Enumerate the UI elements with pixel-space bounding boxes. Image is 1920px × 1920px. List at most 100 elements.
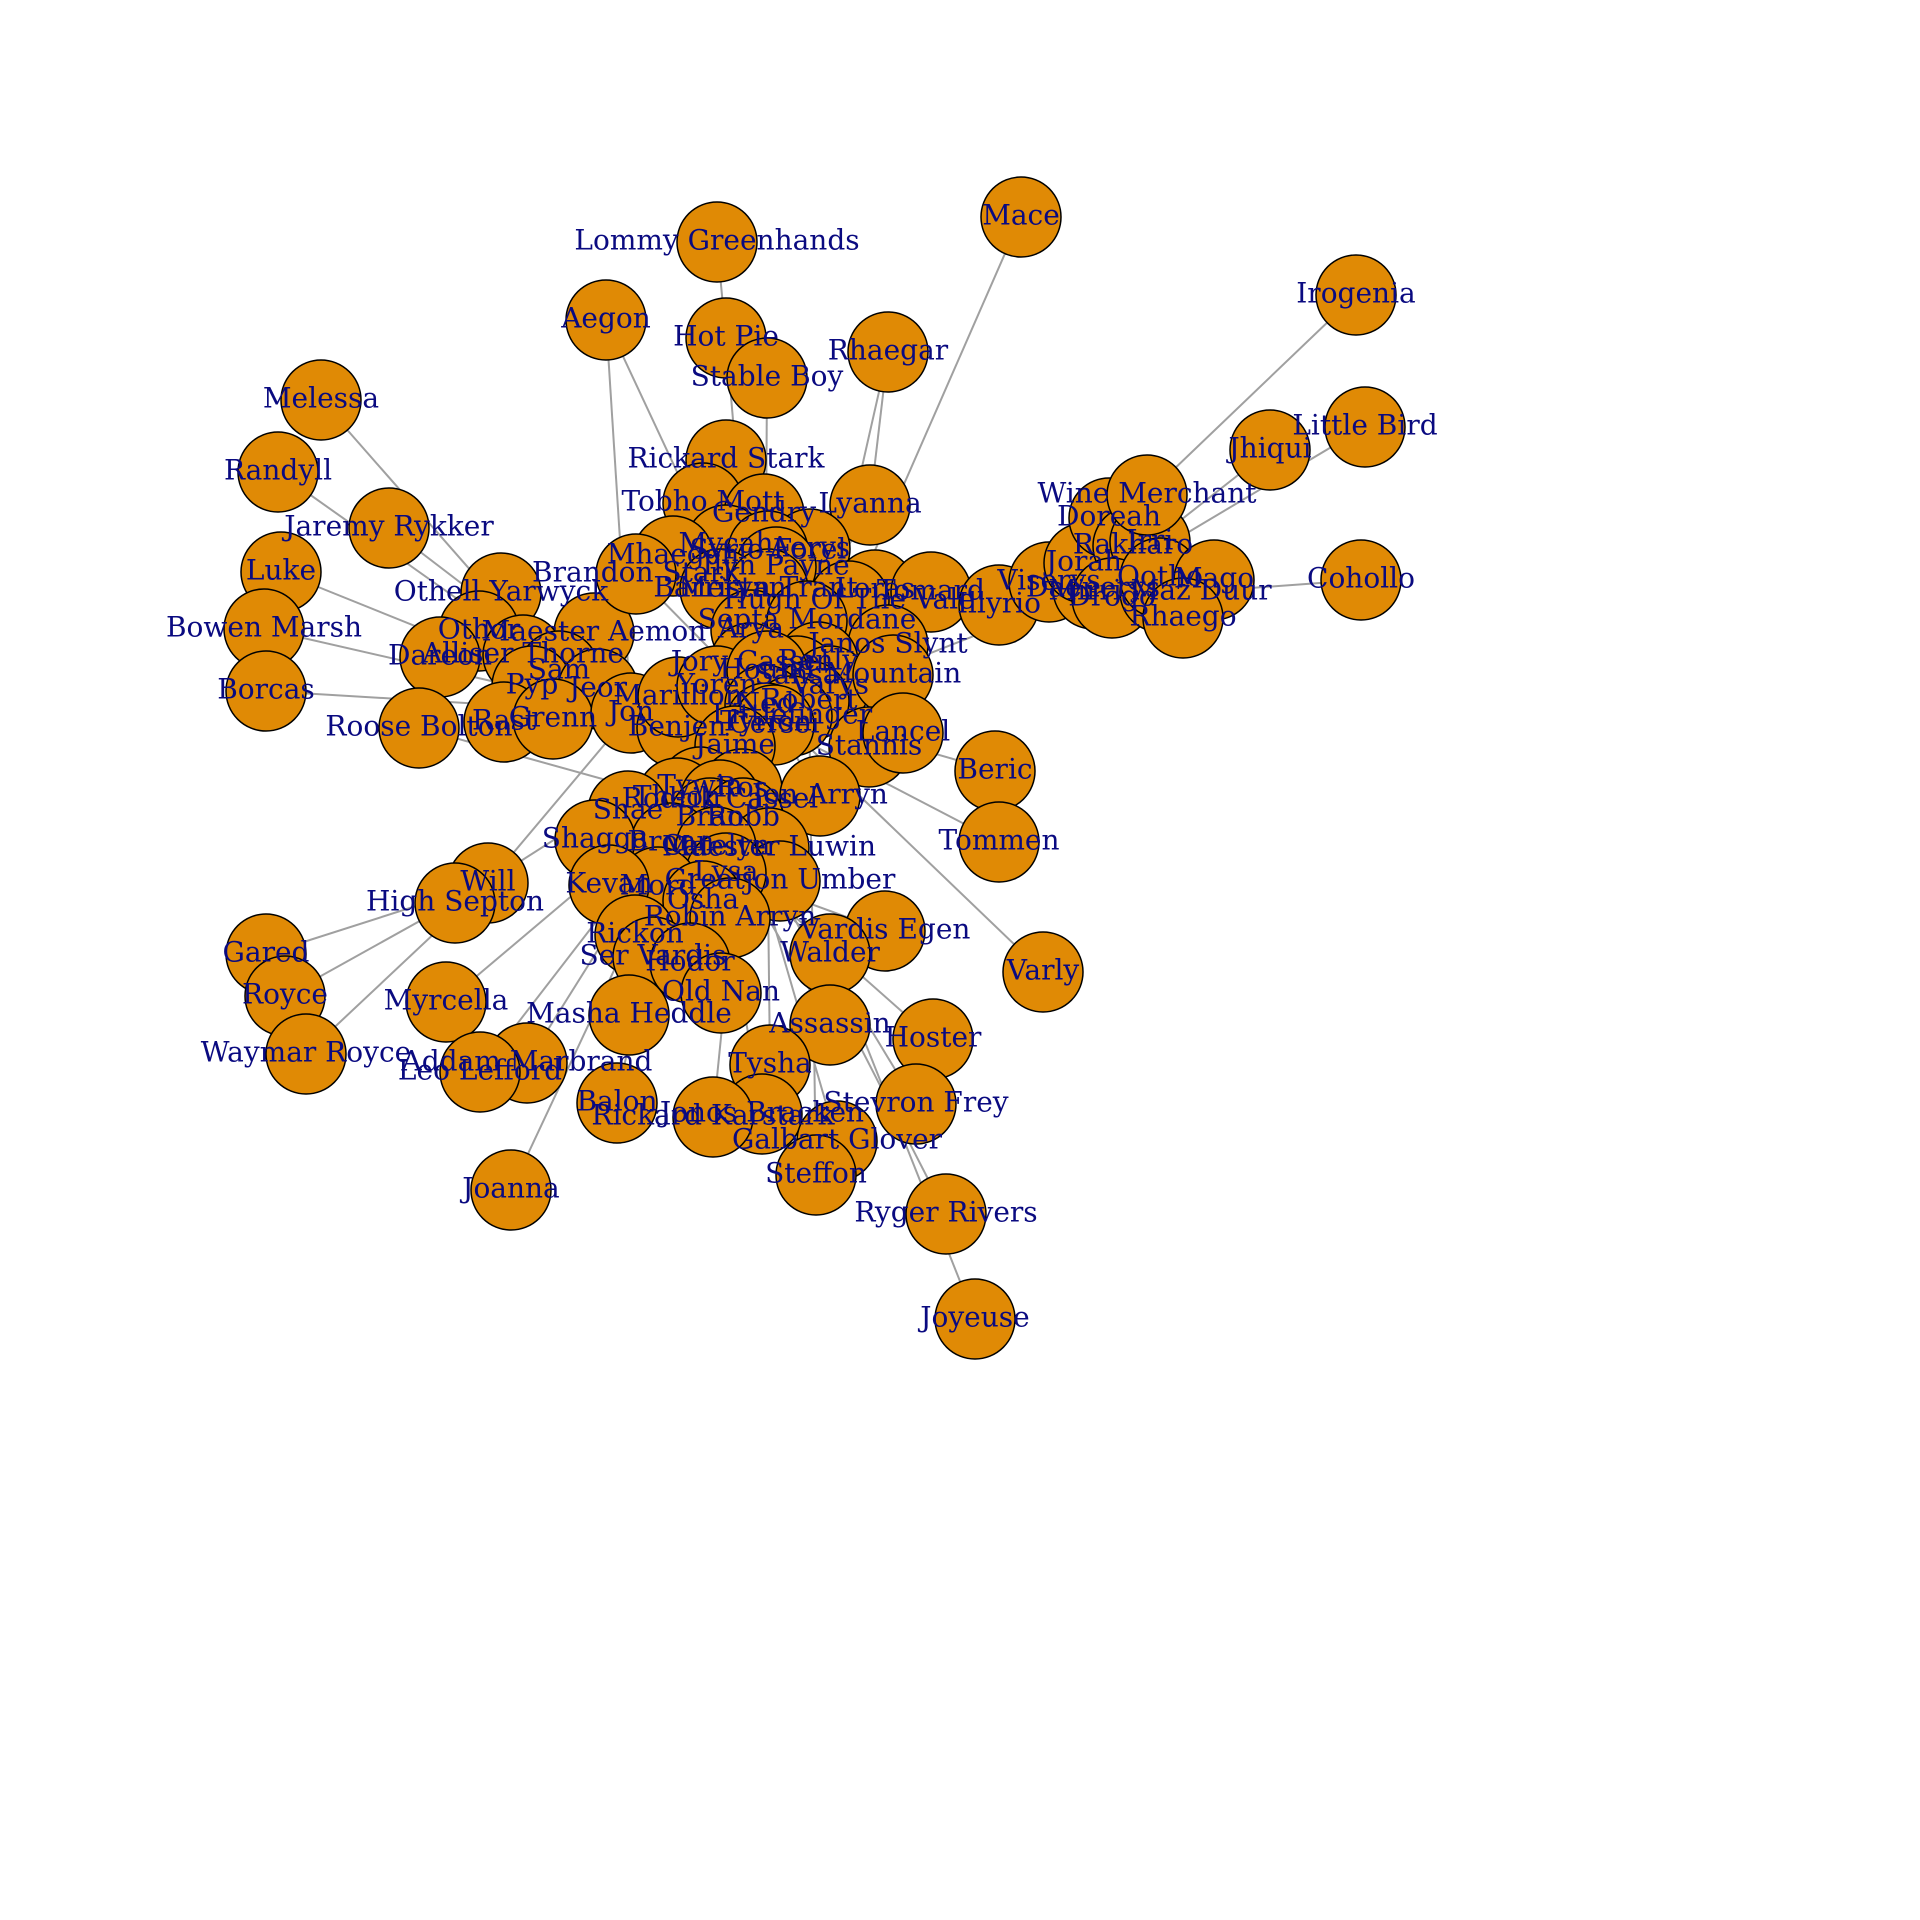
- node-label-hodor: Hodor: [645, 945, 735, 978]
- node-label-beric: Beric: [957, 753, 1032, 786]
- node-circle: [565, 279, 647, 361]
- node-label-rhaego: Rhaego: [1129, 600, 1236, 633]
- node-irogenia: [1315, 254, 1397, 336]
- node-brandon-stark: [595, 533, 677, 615]
- node-label-high-septon: High Septon: [366, 885, 544, 918]
- node-label-walder: Walder: [780, 936, 880, 969]
- node-high-septon: [414, 862, 496, 944]
- node-label-hot-pie: Hot Pie: [673, 320, 779, 353]
- node-label-marillion: Marillion: [613, 679, 742, 712]
- node-label-rakharo: Rakharo: [1073, 528, 1193, 561]
- node-circle: [1142, 577, 1224, 659]
- node-label-meryn-trant: Meryn Trant: [678, 571, 858, 604]
- node-label-othell-yarwyck: Othell Yarwyck: [394, 575, 609, 608]
- node-label-jaime: Jaime: [692, 728, 775, 761]
- node-label-ilyn-payne: Ilyn Payne: [702, 549, 849, 582]
- node-label-maester-luwin: Maester Luwin: [662, 830, 876, 863]
- node-label-theon: Theon: [633, 780, 721, 813]
- node-label-littlefinger: Littlefinger: [712, 698, 873, 731]
- node-circle: [680, 952, 762, 1034]
- node-label-rickon: Rickon: [586, 917, 684, 950]
- node-label-cersei: Cersei: [728, 707, 819, 740]
- node-label-masha-heddle: Masha Heddle: [526, 997, 732, 1030]
- node-wine-merchant: [1106, 454, 1188, 536]
- node-circle: [280, 359, 362, 441]
- node-label-drogo: Drogo: [1068, 580, 1155, 613]
- node-label-doreah: Doreah: [1057, 500, 1161, 533]
- node-circle: [439, 1031, 521, 1113]
- node-label-jhiqui: Jhiqui: [1225, 432, 1311, 465]
- node-label-balon: Balon: [576, 1085, 657, 1118]
- node-jhiqui: [1229, 409, 1311, 491]
- node-leo-lefford: [439, 1031, 521, 1113]
- node-label-vardis-egen: Vardis Egen: [799, 913, 971, 946]
- node-circle: [980, 176, 1062, 258]
- node-label-lancel: Lancel: [856, 715, 951, 748]
- node-label-ser-vardis: Ser Vardis: [579, 939, 726, 972]
- node-label-mord: Mord: [620, 869, 697, 902]
- node-label-rhaegar: Rhaegar: [828, 334, 949, 367]
- node-label-syrio-forel: Syrio Forel: [690, 533, 847, 566]
- node-label-jon: Jon: [605, 695, 654, 728]
- node-little-bird: [1324, 386, 1406, 468]
- node-label-sam: Sam: [528, 653, 590, 686]
- node-circle: [470, 1149, 552, 1231]
- node-label-qotho: Qotho: [1117, 560, 1203, 593]
- node-label-steffon: Steffon: [765, 1157, 867, 1190]
- node-label-galbart-glover: Galbart Glover: [732, 1123, 943, 1156]
- node-label-tyrion: Tyrion: [720, 705, 812, 738]
- node-masha-heddle: [588, 974, 670, 1056]
- node-melessa: [280, 359, 362, 441]
- node-circle: [1229, 409, 1311, 491]
- node-label-gared: Gared: [223, 936, 310, 969]
- node-circle: [789, 984, 871, 1066]
- node-label-arya: Arya: [717, 612, 784, 645]
- node-label-roose-bolton: Roose Bolton: [325, 710, 512, 743]
- node-label-benjen: Benjen: [628, 710, 726, 743]
- node-label-leo-lefford: Leo Lefford: [398, 1054, 562, 1087]
- node-stable-boy: [726, 337, 808, 419]
- node-label-old-nan: Old Nan: [662, 975, 780, 1008]
- node-label-stannis: Stannis: [816, 729, 923, 762]
- node-label-dareon: Dareon: [388, 639, 492, 672]
- node-circle: [1320, 539, 1402, 621]
- node-jon-arryn: [779, 755, 861, 837]
- node-label-tomard: Tomard: [877, 574, 985, 607]
- node-label-gendry: Gendry: [712, 496, 816, 529]
- node-joyeuse: [934, 1278, 1016, 1360]
- node-label-melessa: Melessa: [263, 382, 379, 415]
- node-assassin: [789, 984, 871, 1066]
- node-circle: [1002, 931, 1084, 1013]
- node-label-mago: Mago: [1174, 562, 1254, 595]
- node-label-wine-merchant: Wine Merchant: [1037, 477, 1257, 510]
- node-label-jonos-bracken: Jonos Bracken: [657, 1096, 864, 1129]
- node-lancel: [862, 692, 944, 774]
- node-label-royce: Royce: [242, 978, 328, 1011]
- node-label-mace: Mace: [982, 199, 1060, 232]
- node-label-joyeuse: Joyeuse: [917, 1301, 1029, 1334]
- node-lommy-greenhands: [676, 201, 758, 283]
- node-label-brandon-stark: Brandon Stark: [532, 556, 741, 589]
- node-mace: [980, 176, 1062, 258]
- node-label-luke: Luke: [246, 554, 316, 587]
- node-label-hound: Hound: [719, 653, 814, 686]
- node-label-robin-arryn: Robin Arryn: [644, 900, 817, 933]
- node-label-aerys: Aerys: [769, 531, 850, 564]
- node-label-lysa: Lysa: [694, 855, 759, 888]
- node-cohollo: [1320, 539, 1402, 621]
- node-label-jon-arryn: Jon Arryn: [749, 778, 888, 811]
- node-tommen: [958, 801, 1040, 883]
- node-label-rickard-stark: Rickard Stark: [627, 442, 825, 475]
- node-label-jorah: Jorah: [1043, 545, 1122, 578]
- node-label-bronn: Bronn: [628, 825, 715, 858]
- node-label-mirri-maz-duur: Mirri Maz Duur: [1048, 574, 1272, 607]
- node-circle: [775, 1134, 857, 1216]
- node-balon: [576, 1062, 658, 1144]
- node-circle: [934, 1278, 1016, 1360]
- node-label-catelyn: Catelyn: [662, 829, 771, 862]
- node-label-robb: Robb: [706, 800, 780, 833]
- node-circle: [588, 974, 670, 1056]
- node-label-jeor: Jeor: [566, 671, 628, 704]
- node-label-mountain: Mountain: [825, 657, 962, 690]
